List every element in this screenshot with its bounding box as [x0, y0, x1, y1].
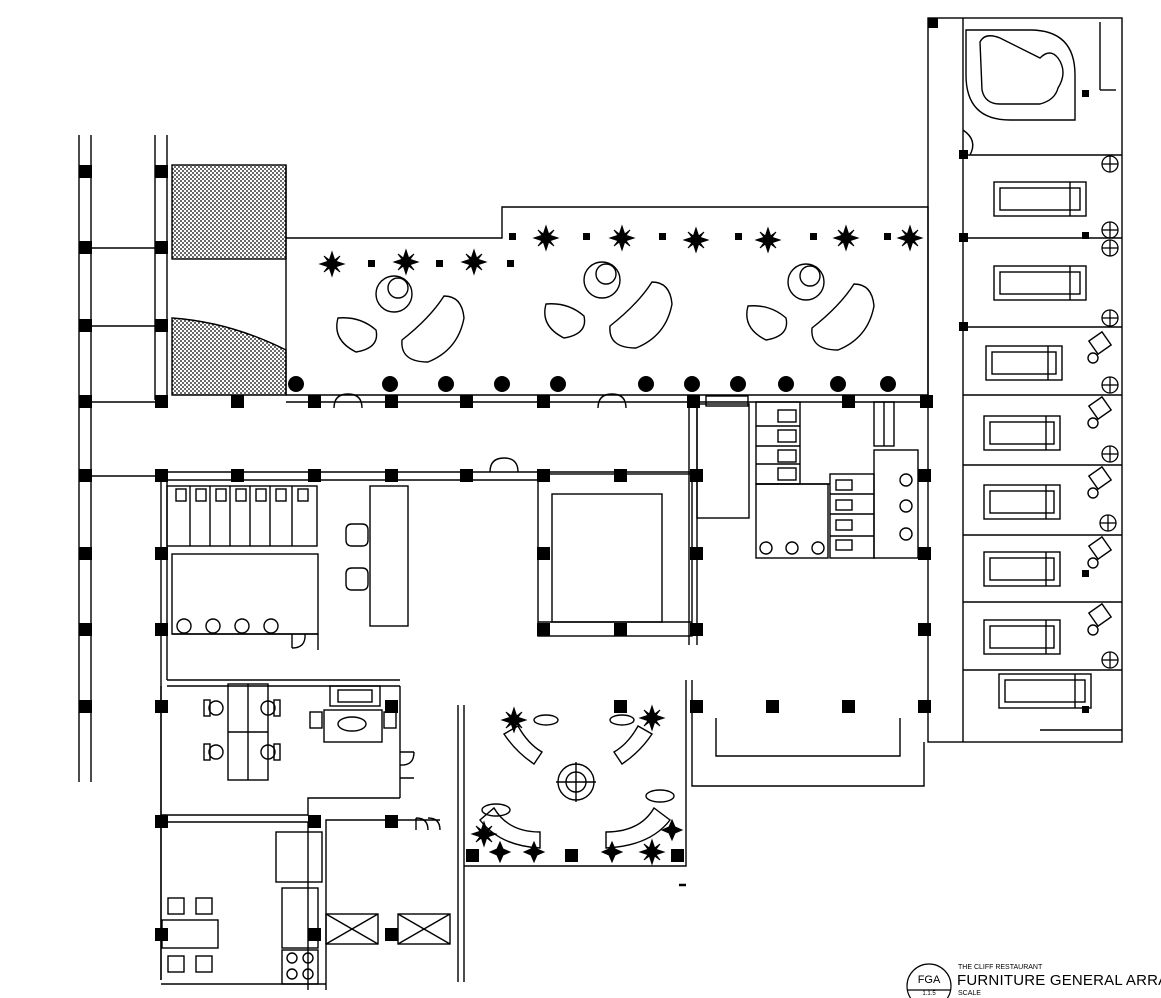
scale-label: SCALE	[958, 990, 981, 997]
bar-counter	[369, 485, 409, 627]
left-restroom	[166, 485, 319, 635]
badge-number: 1.1.5	[922, 991, 936, 997]
project-name: THE CLIFF RESTAURANT	[958, 964, 1043, 971]
drawing-title: FURNITURE GENERAL ARRAN	[957, 972, 1161, 989]
terrace-plants	[318, 224, 924, 866]
hatched-panel-upper	[171, 164, 287, 260]
right-wing-outline	[927, 17, 1123, 743]
wall-fan-icons	[1099, 155, 1119, 669]
lounge-garden-walls	[457, 680, 925, 982]
jacuzzi-door-swing	[962, 129, 974, 156]
structural-columns	[79, 18, 968, 941]
terrace-small-posts	[368, 90, 1089, 713]
right-restroom	[696, 395, 919, 559]
kitchen-door	[415, 817, 441, 831]
bar-stools	[345, 523, 369, 591]
door-swings	[333, 393, 627, 473]
terrace-outline	[286, 206, 929, 403]
central-room	[537, 473, 693, 637]
jacuzzi-tub	[965, 29, 1076, 121]
title-block-badge	[906, 963, 952, 998]
terrace-planters	[288, 376, 896, 392]
massage-beds	[983, 181, 1092, 709]
side-chairs	[1087, 330, 1113, 636]
hatched-panel-lower	[171, 317, 287, 396]
kitchen-area	[161, 819, 440, 990]
desk-chairs	[203, 699, 281, 761]
lounge-fountain	[556, 762, 596, 802]
left-restroom-door	[291, 633, 319, 650]
terrace-lounge-chairs	[336, 261, 875, 363]
office-door	[399, 751, 415, 779]
left-facade	[78, 135, 168, 782]
office-area	[160, 683, 401, 980]
lounge-sofa	[309, 685, 397, 743]
badge-code: FGA	[917, 974, 941, 986]
